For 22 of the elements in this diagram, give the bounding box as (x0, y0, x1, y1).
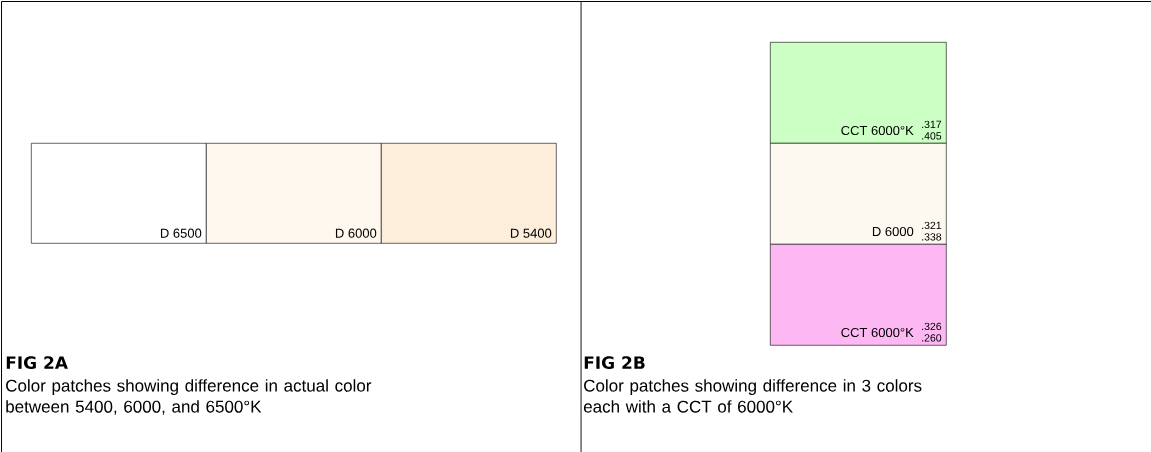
color-patch (770, 244, 947, 346)
patch-label: D 6500 (160, 228, 202, 238)
figure-label: FIG 2B (584, 356, 645, 370)
coordinate-value: .317 (922, 120, 942, 129)
patch-label: D 5400 (510, 228, 552, 238)
patch-label: D 6000 (872, 226, 914, 237)
figure-caption: Color patches showing difference in actual color between 5400, 6000, and 6500°K (6, 379, 372, 415)
figure-label: FIG 2A (6, 356, 68, 370)
patch-label: CCT 6000°K (841, 327, 914, 338)
color-patch (206, 143, 382, 244)
color-patch (381, 143, 557, 244)
color-patch (770, 42, 947, 144)
coordinate-value: .260 (922, 334, 942, 342)
patch-label: CCT 6000°K (841, 125, 914, 136)
figure-caption: Color patches showing difference in 3 colors each with a CCT of 6000°K (583, 379, 922, 413)
coordinate-value: .338 (922, 233, 942, 241)
coordinate-value: .326 (922, 322, 942, 331)
color-patch (770, 143, 947, 245)
patch-label: D 6000 (335, 228, 377, 238)
coordinate-value: .405 (922, 132, 942, 140)
color-patch (31, 143, 207, 244)
coordinate-value: .321 (922, 221, 942, 230)
